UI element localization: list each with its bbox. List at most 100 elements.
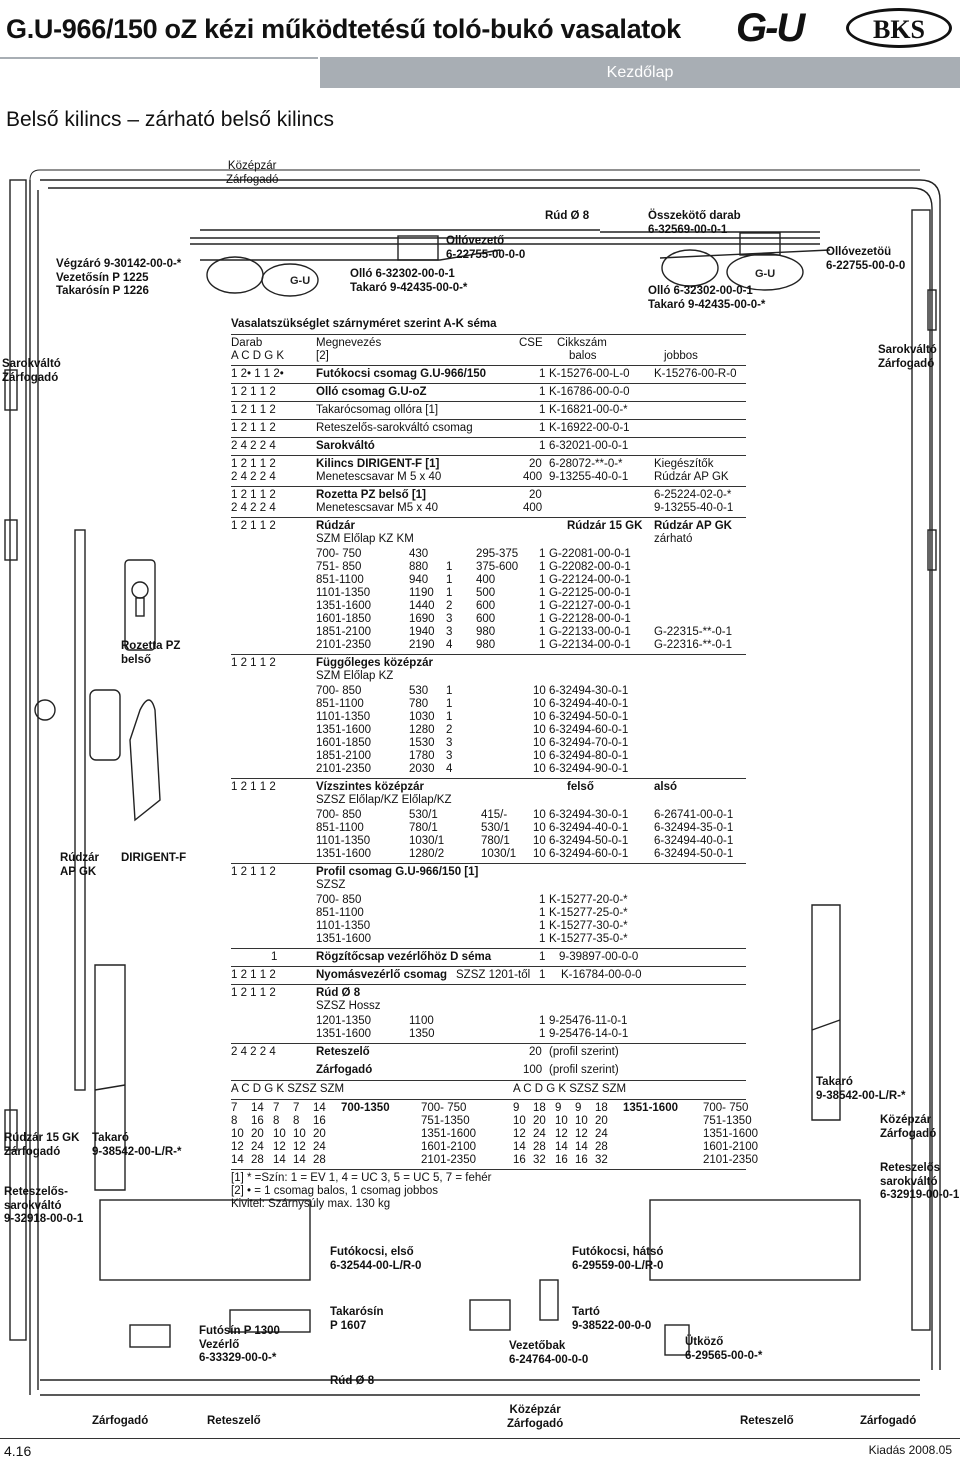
row-qty: 1 2 1 1 2 <box>231 458 276 470</box>
akg-cell: 32 <box>533 1154 546 1166</box>
table-cell: 295-375 <box>476 548 519 560</box>
table-cell: 1100 <box>409 1015 434 1027</box>
label-takarosin: Takarósín P 1607 <box>330 1306 384 1332</box>
table-cell: 1601-1850 <box>316 613 371 625</box>
table-cell: 700- 850 <box>316 809 362 821</box>
table-cell: 10 <box>533 711 546 723</box>
table-cell: SZSZ 1201-től <box>456 969 531 981</box>
akg-cell: 14 <box>273 1154 286 1166</box>
akg-cell: 12 <box>231 1141 244 1153</box>
akg-cell: 28 <box>251 1154 264 1166</box>
row-qty: 1 2 1 1 2 <box>231 657 276 669</box>
table-cell: 1 <box>446 587 453 599</box>
akg-cell: 8 <box>273 1115 280 1127</box>
table-cell: G-22134-00-0-1 <box>549 639 631 651</box>
akg-cell: 700- 750 <box>421 1102 467 1114</box>
vizsz-felso: felső <box>567 781 594 793</box>
table-cell: 1280/2 <box>409 848 445 860</box>
akg-cell: 12 <box>555 1128 568 1140</box>
table-cell: 10 <box>533 750 546 762</box>
row-qty: 1 2 1 1 2 <box>231 422 276 434</box>
table-cell: (profil szerint) <box>549 1064 619 1076</box>
row-name: Futókocsi csomag G.U-966/150 <box>316 368 487 380</box>
table-cell: 1 <box>539 600 546 612</box>
akg-cell: 24 <box>313 1141 326 1153</box>
label-futokocsi-hatso: Futókocsi, hátsó 6-29559-00-L/R-0 <box>572 1246 664 1272</box>
table-cell: 1 <box>539 920 546 932</box>
table-cell: 1201-1350 <box>316 1015 371 1027</box>
row-name: Vízszintes középzár <box>316 781 425 793</box>
row-name: Rúd Ø 8 <box>316 987 361 999</box>
table-cell: 6-26741-00-0-1 <box>654 809 734 821</box>
akg-cell: 28 <box>533 1141 546 1153</box>
row-name: Takarócsomag ollóra [1] <box>316 404 439 416</box>
row-qty: 1 2 1 1 2 <box>231 489 276 501</box>
table-cell: 9-25476-11-0-1 <box>549 1015 628 1027</box>
svg-text:G-U: G-U <box>290 275 310 287</box>
label-ollovezeto-mid: Ollóvezető 6-22755-00-0-0 <box>446 235 526 261</box>
table-cell: G-22081-00-0-1 <box>549 548 631 560</box>
akg-cell: 14 <box>575 1141 588 1153</box>
label-rudzar-ap: Rúdzár AP GK <box>60 852 99 878</box>
row-qty: 1 <box>271 951 278 963</box>
profil-subhead: SZSZ <box>316 879 346 891</box>
akg-cell: 10 <box>231 1128 244 1140</box>
row-code-right: K-15276-00-R-0 <box>654 368 737 380</box>
akg-cell: 16 <box>555 1154 568 1166</box>
table-cell: 530/1 <box>481 822 510 834</box>
table-cell: 9-25476-14-0-1 <box>549 1028 629 1040</box>
akg-cell: 20 <box>533 1115 546 1127</box>
table-cell: G-22082-00-0-1 <box>549 561 631 573</box>
table-cell: 1101-1350 <box>316 711 371 723</box>
label-ollo-mid: Olló 6-32302-00-0-1 Takaró 9-42435-00-0-… <box>350 268 468 294</box>
table-divider <box>231 486 746 487</box>
page-subtitle: Belső kilincs – zárható belső kilincs <box>6 108 334 131</box>
rud8-subhead: SZSZ Hossz <box>316 1000 381 1012</box>
akg-cell: 14 <box>555 1141 568 1153</box>
label-futokocsi-elso: Futókocsi, első 6-32544-00-L/R-0 <box>330 1246 422 1272</box>
row-cse: 20 <box>529 489 542 501</box>
table-cell: 100 <box>523 1064 543 1076</box>
akg-cell: 20 <box>595 1115 608 1127</box>
label-reteszelos-left: Reteszelős- sarokváltó 9-32918-00-0-1 <box>4 1186 84 1225</box>
label-bottom-retesz-1: Reteszelő <box>207 1415 261 1427</box>
table-divider <box>231 948 746 949</box>
table-cell: 780 <box>409 698 429 710</box>
label-takaro-right: Takaró 9-38542-00-L/R-* <box>816 1076 906 1102</box>
table-cell: 1851-2100 <box>316 750 371 762</box>
label-futosin: Futósín P 1300 Vezérlő 6-33329-00-0-* <box>199 1325 280 1364</box>
row-code: 9-13255-40-0-1 <box>549 471 629 483</box>
row-code: K-16786-00-0-0 <box>549 386 630 398</box>
akg-header-left: A C D G K SZSZ SZM <box>231 1083 345 1095</box>
row-qty: 1 2 1 1 2 <box>231 987 276 999</box>
col-letters: A C D G K <box>231 350 285 362</box>
table-divider <box>231 437 746 438</box>
table-cell: 6-32494-60-0-1 <box>549 724 629 736</box>
home-link[interactable]: Kezdőlap <box>606 64 674 81</box>
label-vegzaro: Végzáró 9-30142-00-0-* Vezetősín P 1225 … <box>56 258 182 297</box>
rudzar-15-head: Rúdzár 15 GK <box>567 520 643 532</box>
table-cell: 6-32494-30-0-1 <box>549 809 629 821</box>
table-cell: 1101-1350 <box>316 920 371 932</box>
label-sarokvalto-right: Sarokváltó Zárfogadó <box>878 344 937 370</box>
akg-cell: 8 <box>293 1115 300 1127</box>
bks-logo: BKS <box>846 8 952 48</box>
akg-cell: 12 <box>273 1141 286 1153</box>
row-name: Menetescsavar M5 x 40 <box>316 502 439 514</box>
row-qty: 2 4 2 2 4 <box>231 440 276 452</box>
row-qty: 1 2 1 1 2 <box>231 404 276 416</box>
table-cell: 1 <box>539 613 546 625</box>
table-cell: 430 <box>409 548 429 560</box>
table-cell: 6-32494-90-0-1 <box>549 763 629 775</box>
table-cell: 530/1 <box>409 809 438 821</box>
col-balos: balos <box>569 350 597 362</box>
table-cell: 1 <box>446 698 453 710</box>
akg-cell: 7 <box>231 1102 238 1114</box>
table-cell: 2 <box>446 600 453 612</box>
table-cell: 1 <box>539 894 546 906</box>
akg-cell: 20 <box>251 1128 264 1140</box>
akg-cell: 12 <box>575 1128 588 1140</box>
row-qty: 1 2• 1 1 2• <box>231 368 284 380</box>
akg-cell: 24 <box>595 1128 608 1140</box>
table-divider <box>231 455 746 456</box>
